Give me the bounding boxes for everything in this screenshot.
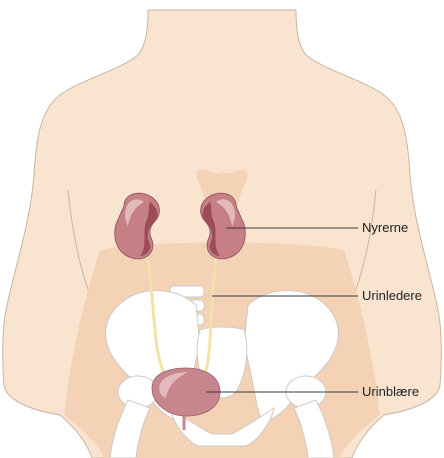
bladder-label: Urinblære bbox=[362, 384, 419, 399]
kidneys-label: Nyrerne bbox=[362, 220, 408, 235]
ureters-label: Urinledere bbox=[362, 288, 422, 303]
